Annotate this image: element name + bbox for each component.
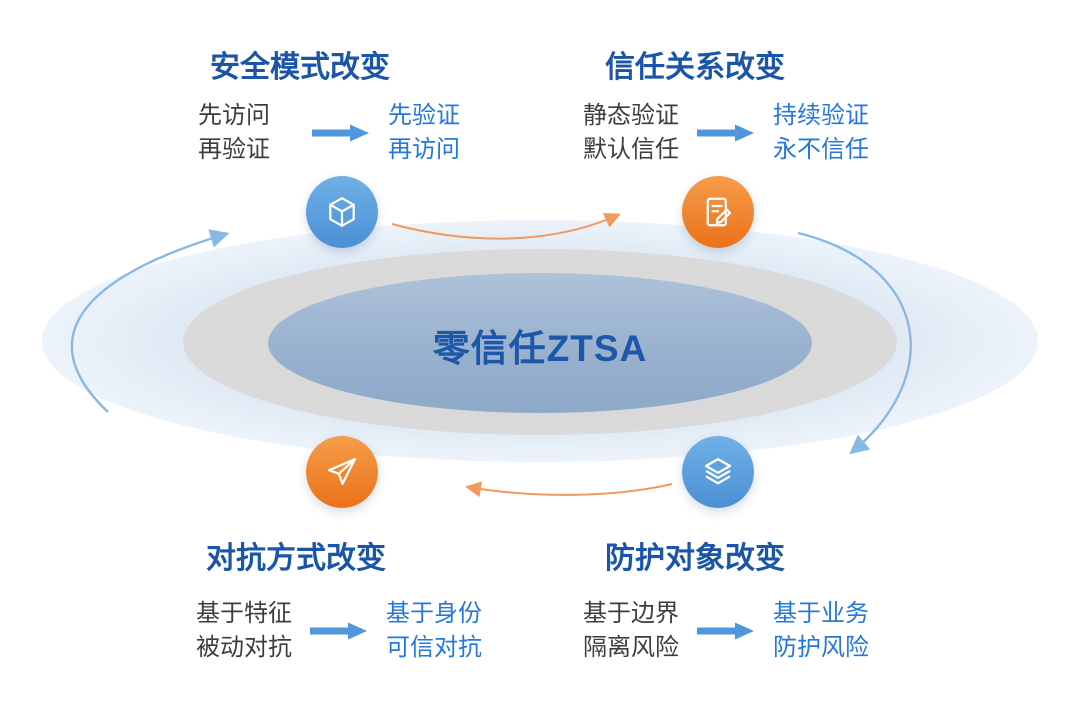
document-edit-icon xyxy=(706,197,732,227)
trust-relation-row: 静态验证 默认信任 持续验证 永不信任 xyxy=(583,99,869,167)
after-line: 基于业务 xyxy=(773,600,869,627)
before-line: 静态验证 xyxy=(583,102,679,129)
before-line: 默认信任 xyxy=(583,136,679,163)
transition-arrow-icon xyxy=(697,622,754,640)
transition-arrow-icon xyxy=(312,124,369,142)
transition-arrow-icon xyxy=(697,124,754,142)
protection-title: 防护对象改变 xyxy=(605,542,785,575)
arc-right-icon xyxy=(797,231,912,455)
layers-icon xyxy=(704,457,732,485)
security-model-row: 先访问 再验证 先验证 再访问 xyxy=(198,99,460,167)
arc-top-icon xyxy=(391,213,621,240)
inner-ellipse xyxy=(268,273,812,413)
trust-relation-badge xyxy=(682,176,754,248)
after-line: 先验证 xyxy=(388,102,460,129)
security-model-badge xyxy=(306,176,378,248)
protection-row: 基于边界 隔离风险 基于业务 防护风险 xyxy=(583,597,869,665)
after-line: 防护风险 xyxy=(773,634,869,661)
confrontation-title: 对抗方式改变 xyxy=(206,542,386,575)
security-model-after: 先验证 再访问 xyxy=(388,99,460,167)
trust-relation-after: 持续验证 永不信任 xyxy=(773,99,869,167)
protection-badge xyxy=(682,436,754,508)
center-title: 零信任ZTSA xyxy=(432,328,648,369)
trust-relation-title: 信任关系改变 xyxy=(605,51,785,84)
arc-bottom-icon xyxy=(465,481,673,498)
after-line: 永不信任 xyxy=(773,136,869,163)
confrontation-after: 基于身份 可信对抗 xyxy=(386,597,482,665)
after-line: 可信对抗 xyxy=(386,634,482,661)
before-line: 被动对抗 xyxy=(196,634,292,661)
protection-after: 基于业务 防护风险 xyxy=(773,597,869,665)
transition-arrow-icon xyxy=(310,622,367,640)
before-line: 再验证 xyxy=(198,136,270,163)
protection-before: 基于边界 隔离风险 xyxy=(583,597,679,665)
confrontation-row: 基于特征 被动对抗 基于身份 可信对抗 xyxy=(196,597,482,665)
confrontation-badge xyxy=(306,436,378,508)
after-line: 基于身份 xyxy=(386,600,482,627)
before-line: 基于特征 xyxy=(196,600,292,627)
security-model-before: 先访问 再验证 xyxy=(198,99,294,167)
confrontation-before: 基于特征 被动对抗 xyxy=(196,597,292,665)
before-line: 先访问 xyxy=(198,102,270,129)
before-line: 基于边界 xyxy=(583,600,679,627)
security-model-title: 安全模式改变 xyxy=(210,51,390,84)
cube-icon xyxy=(329,197,355,227)
trust-relation-before: 静态验证 默认信任 xyxy=(583,99,679,167)
arc-left-icon xyxy=(70,229,230,413)
after-line: 再访问 xyxy=(388,136,460,163)
before-line: 隔离风险 xyxy=(583,634,679,661)
after-line: 持续验证 xyxy=(773,102,869,129)
paper-plane-icon xyxy=(327,457,357,485)
